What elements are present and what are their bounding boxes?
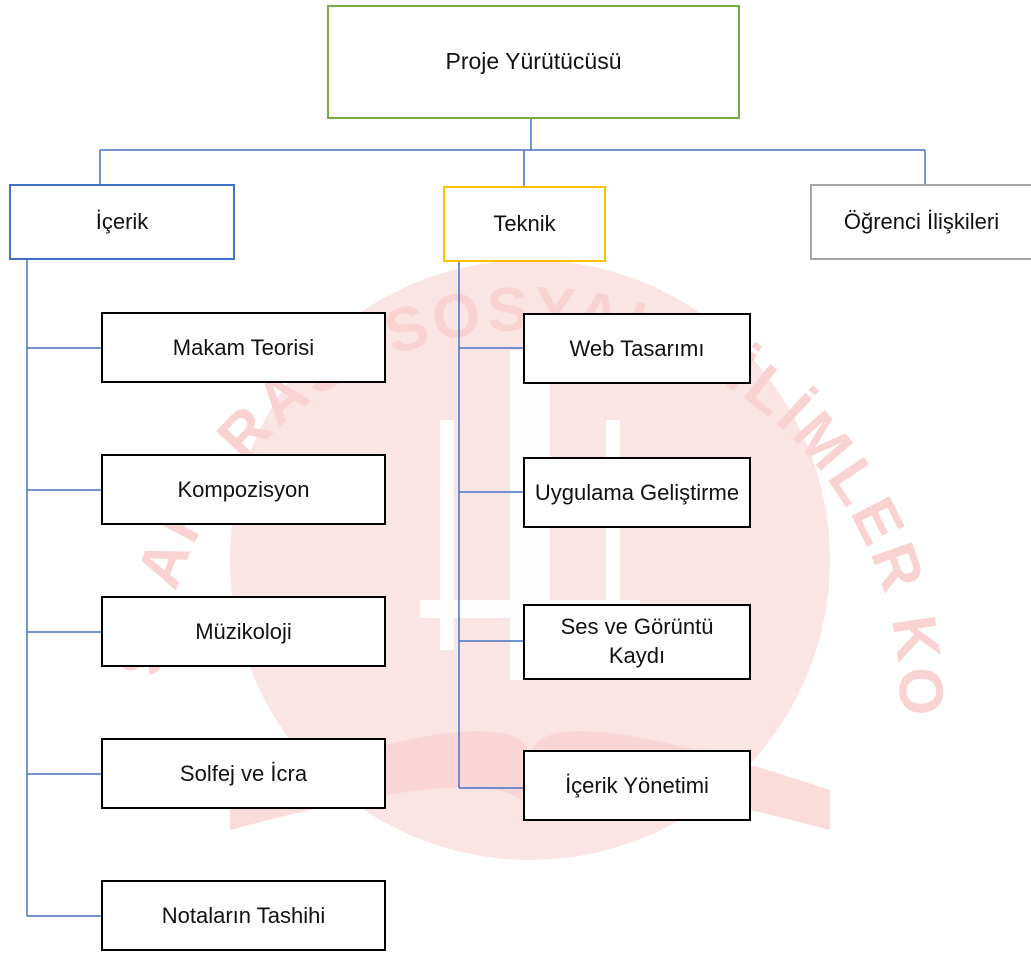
node-ses-ve-goruntu-kaydi: Ses ve Görüntü Kaydı: [523, 604, 751, 680]
node-label: Notaların Tashihi: [161, 902, 326, 928]
node-uygulama-gelistirme: Uygulama Geliştirme: [523, 457, 751, 528]
node-label: Makam Teorisi: [172, 334, 315, 360]
node-label: Teknik: [493, 211, 556, 237]
node-label: Uygulama Geliştirme: [534, 479, 740, 505]
node-label: Müzikoloji: [195, 618, 292, 644]
node-ogrenci-iliskileri: Öğrenci İlişkileri: [810, 184, 1031, 260]
watermark-logo: EGE ULUSLARARASI SOSYAL BİLİMLER KONGRES…: [0, 0, 951, 860]
connectors: [26, 119, 926, 917]
node-label-line-1: Ses ve Görüntü: [560, 614, 714, 640]
node-label: Öğrenci İlişkileri: [843, 209, 1000, 235]
node-label: Kompozisyon: [177, 476, 310, 502]
node-label: Proje Yürütücüsü: [445, 48, 622, 75]
node-icerik: İçerik: [9, 184, 235, 260]
node-label: İçerik Yönetimi: [565, 772, 709, 798]
node-label: Web Tasarımı: [569, 335, 705, 361]
node-label-line-2: Kaydı: [608, 643, 666, 668]
node-notalarin-tashihi: Notaların Tashihi: [101, 880, 386, 951]
node-makam-teorisi: Makam Teorisi: [101, 312, 386, 383]
node-muzikoloji: Müzikoloji: [101, 596, 386, 667]
watermark-disc: [230, 260, 830, 860]
node-label: İçerik: [95, 209, 149, 235]
node-kompozisyon: Kompozisyon: [101, 454, 386, 525]
node-teknik: Teknik: [443, 186, 606, 262]
node-solfej-ve-icra: Solfej ve İcra: [101, 738, 386, 809]
node-icerik-yonetimi: İçerik Yönetimi: [523, 750, 751, 821]
node-proje-yurutucusu: Proje Yürütücüsü: [327, 5, 740, 119]
node-web-tasarimi: Web Tasarımı: [523, 313, 751, 384]
node-label: Solfej ve İcra: [179, 760, 308, 786]
